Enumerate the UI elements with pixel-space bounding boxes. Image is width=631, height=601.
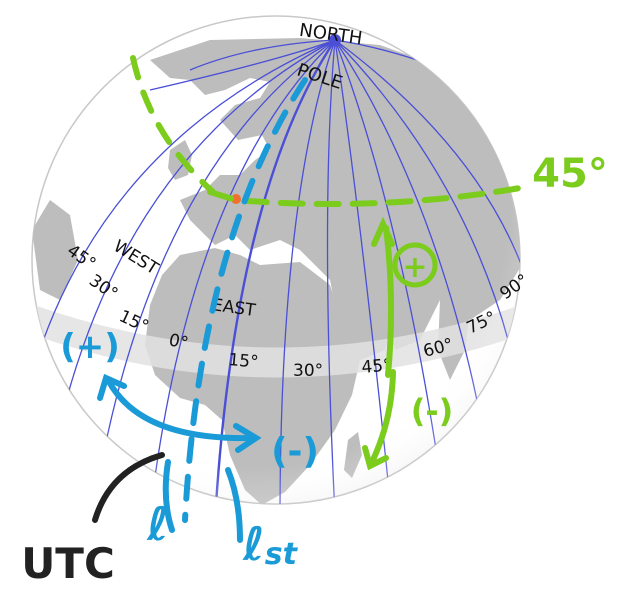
- latitude-up-arrow-shaft: [383, 225, 395, 378]
- longitude-annotation: [97, 77, 308, 543]
- globe-shading: [32, 16, 520, 504]
- latitude-line-dashed: [207, 185, 523, 207]
- longitude-double-arrow-shaft: [105, 377, 253, 442]
- longitude-left-arrow-head: [97, 373, 127, 401]
- lambda-label: ℓ: [146, 497, 169, 551]
- latitude-down-arrow-shaft: [369, 369, 396, 465]
- longitude-label: 30°: [293, 361, 323, 381]
- green-minus-label: (-): [411, 392, 454, 430]
- latitude-down-arrow-head: [362, 445, 389, 471]
- latitude-label: 45°: [532, 151, 608, 197]
- longitude-label: 0°: [167, 330, 190, 354]
- lambda-pointer: [162, 459, 175, 533]
- plus-circle: [392, 242, 438, 288]
- lambda-st-main: ℓ: [242, 517, 265, 571]
- lambda-st-pointer: [225, 467, 243, 543]
- local-meridian-dashed: [182, 77, 308, 523]
- blue-plus-label: (+): [60, 327, 120, 367]
- green-plus-sign: +: [402, 250, 427, 285]
- latitude-arc-dashed: [130, 55, 216, 195]
- longitude-label: 45°: [361, 355, 393, 378]
- utc-pointer: [92, 452, 165, 523]
- longitude-label: 15°: [228, 350, 260, 373]
- lambda-st-label: ℓst: [242, 517, 299, 572]
- longitude-right-arrow-head: [233, 423, 262, 453]
- utc-label: UTC: [21, 539, 115, 588]
- latitude-up-arrow-head: [371, 216, 395, 247]
- location-marker: [231, 194, 241, 204]
- latitude-annotation: [130, 55, 523, 471]
- lambda-st-subscript: st: [265, 537, 299, 572]
- blue-minus-label: (-): [271, 431, 319, 472]
